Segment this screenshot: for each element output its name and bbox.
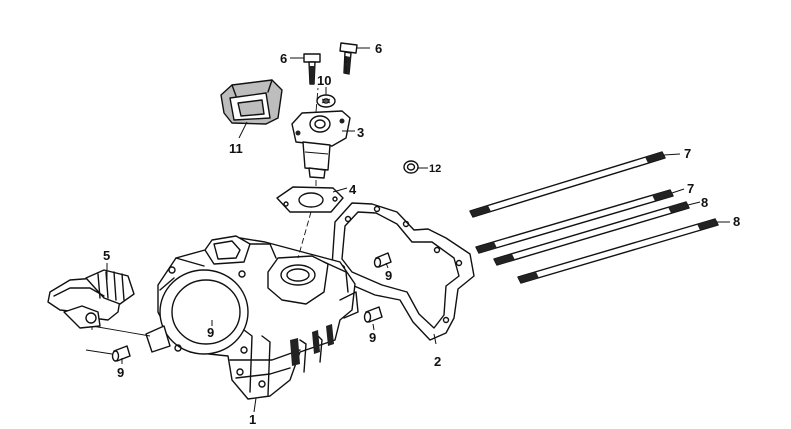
callout-9-head: 9 <box>207 325 214 340</box>
callout-labels: 1 2 3 4 5 6 6 7 7 8 8 9 9 9 9 10 11 12 <box>103 41 740 427</box>
leader-lines <box>106 47 730 413</box>
tensioner-rubber-11 <box>220 79 283 125</box>
stud-bolt-8-upper <box>493 201 690 266</box>
callout-6-left: 6 <box>280 51 287 66</box>
callout-9-lower: 9 <box>117 365 124 380</box>
cam-chain-tensioner-3 <box>291 110 351 179</box>
callout-10: 10 <box>317 73 331 88</box>
stud-bolt-7-lower <box>475 189 674 254</box>
hose-elbow-5 <box>47 269 135 329</box>
callout-8-upper: 8 <box>701 195 708 210</box>
callout-6-right: 6 <box>375 41 382 56</box>
tensioner-gasket-4 <box>276 186 344 213</box>
callout-9-gasket: 9 <box>385 268 392 283</box>
bolt-6-left <box>303 53 321 85</box>
callout-7-lower: 7 <box>687 181 694 196</box>
bolt-6-right <box>339 42 358 75</box>
callout-1: 1 <box>249 412 256 424</box>
cylinder-gasket-2 <box>331 202 475 341</box>
dowel-pin-9-gasket <box>373 252 392 268</box>
alignment-lines <box>85 56 347 355</box>
callout-11: 11 <box>229 141 243 156</box>
dowel-pin-9-mid <box>363 306 383 323</box>
callout-8-lower: 8 <box>733 214 740 229</box>
callout-5: 5 <box>103 248 110 263</box>
stud-bolt-8-lower <box>517 218 719 284</box>
callout-9-mid: 9 <box>369 330 376 345</box>
callout-4: 4 <box>349 182 357 197</box>
dowel-pin-9-lower <box>111 345 131 362</box>
o-ring-12 <box>403 160 419 174</box>
callout-7-upper: 7 <box>684 146 691 161</box>
washer-10 <box>316 94 336 108</box>
cylinder-head-1 <box>145 235 359 400</box>
callout-3: 3 <box>357 125 364 140</box>
callout-12: 12 <box>429 163 441 175</box>
stud-bolt-7-upper <box>469 151 666 218</box>
callout-2: 2 <box>434 354 441 369</box>
